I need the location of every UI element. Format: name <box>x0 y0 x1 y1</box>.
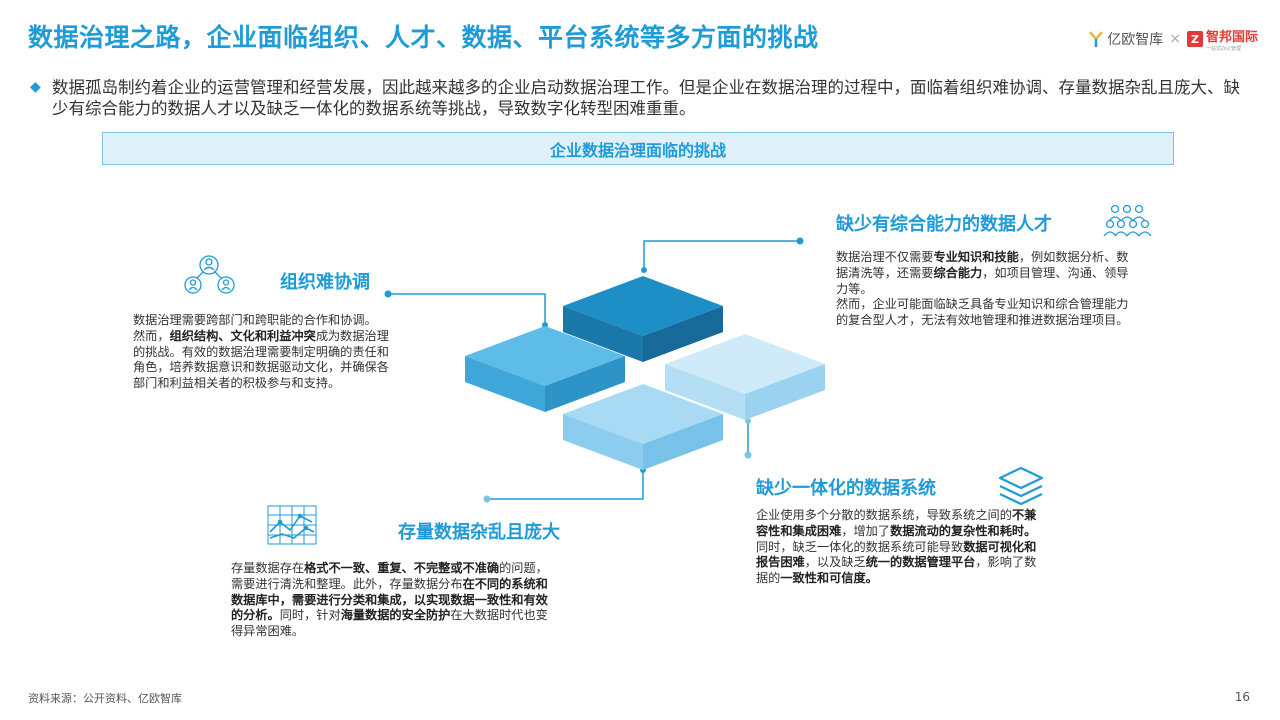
page-title: 数据治理之路，企业面临组织、人才、数据、平台系统等多方面的挑战 <box>28 23 819 52</box>
zhibang-logo-tagline: 一站式办公管理 <box>1205 46 1241 52</box>
system-body-b: 不兼容性和集成困难 <box>756 508 1037 538</box>
stock-body-a: 存量数据存在 <box>231 561 305 575</box>
stock-body-f: 海量数据的安全防护 <box>340 608 451 623</box>
system-title: 缺少一体化的数据系统 <box>756 478 936 499</box>
system-body-d: 数据流动的复杂性和耗时。 <box>890 523 1037 538</box>
system-body-h: 统一的数据管理平台 <box>865 555 976 570</box>
stock-body-e: 同时，针对 <box>279 608 341 623</box>
team-icon <box>1103 204 1152 237</box>
yiou-logo-text: 亿欧智库 <box>1107 32 1164 48</box>
logo-cross: × <box>1169 31 1181 47</box>
zhibang-logo: Z 智邦国际 一站式办公管理 <box>1186 26 1258 52</box>
yiou-logo: 亿欧智库 <box>1088 29 1163 49</box>
system-body-f: 数据可视化和报告困难 <box>756 539 1037 570</box>
talent-body-e: ，如项目管理、沟通、领导力等。 <box>836 265 1129 296</box>
org-body-p2a: 然而， <box>133 328 170 343</box>
stock-body-g: 在大数据时代也变得异常困难。 <box>231 608 548 639</box>
dot-system-end <box>744 451 752 459</box>
zhibang-logo-text: 智邦国际 <box>1205 30 1258 45</box>
people-network-icon <box>184 255 235 294</box>
diamond-bullet-icon: ◆ <box>30 79 41 95</box>
connector-dots <box>384 237 804 503</box>
stock-body: 存量数据存在格式不一致、重复、不完整或不准确的问题，需要进行清洗和整理。此外，存… <box>231 561 553 640</box>
tile-stock <box>563 384 723 470</box>
tile-org <box>465 326 625 412</box>
dot-stock-end <box>483 495 491 503</box>
talent-body-p2: 然而，企业可能面临缺乏具备专业知识和综合管理能力的复合型人才，无法有效地管理和推… <box>836 297 1129 328</box>
banner-title: 企业数据治理面临的挑战 <box>549 140 726 160</box>
data-chart-icon <box>267 505 317 545</box>
talent-body: 数据治理不仅需要专业知识和技能，例如数据分析、数据清洗等，还需要综合能力，如项目… <box>836 250 1136 329</box>
org-body-p1: 数据治理需要跨部门和跨职能的合作和协调。 <box>133 313 377 327</box>
org-body-p2c: 成为数据治理的挑战。有效的数据治理需要制定明确的责任和角色，培养数据意识和数据驱… <box>133 328 389 391</box>
intro-paragraph: ◆ 数据孤岛制约着企业的运营管理和经营发展，因此越来越多的企业启动数据治理工作。… <box>30 77 1255 119</box>
layers-icon <box>998 466 1044 506</box>
org-body: 数据治理需要跨部门和跨职能的合作和协调。 然而，组织结构、文化和利益冲突成为数据… <box>133 313 395 392</box>
dot-org-end <box>384 290 392 298</box>
connector-stock <box>487 470 644 500</box>
org-title: 组织难协调 <box>280 272 370 293</box>
system-body-c: ，增加了 <box>841 523 891 538</box>
dot-org-start <box>542 322 548 328</box>
dot-talent-start <box>641 267 647 273</box>
zhibang-logo-block: 智邦国际 一站式办公管理 <box>1206 26 1258 52</box>
stock-body-c: 的问题，需要进行清洗和整理。此外，存量数据分布 <box>231 561 548 591</box>
org-body-p2b: 组织结构、文化和利益冲突 <box>169 328 316 343</box>
zhibang-logo-icon: Z <box>1186 31 1203 47</box>
connector-lines <box>388 240 800 500</box>
section-banner: 企业数据治理面临的挑战 <box>102 132 1174 165</box>
system-body-j: 一致性和可信度。 <box>780 571 878 586</box>
talent-title: 缺少有综合能力的数据人才 <box>836 214 1052 235</box>
system-body-i: ，影响了数据的 <box>756 555 1037 586</box>
dot-system-start <box>745 418 751 424</box>
talent-body-a: 数据治理不仅需要 <box>836 250 934 264</box>
talent-body-c: ，例如数据分析、数据清洗等，还需要 <box>836 250 1129 280</box>
talent-body-d: 综合能力 <box>933 265 983 280</box>
stock-title: 存量数据杂乱且庞大 <box>398 522 560 543</box>
source-note: 资料来源：公开资料、亿欧智库 <box>28 692 182 705</box>
tile-talent <box>563 276 723 362</box>
stock-body-d: 在不同的系统和数据库中，需要进行分类和集成，以实现数据一致性和有效的分析。 <box>231 576 548 623</box>
system-body: 企业使用多个分散的数据系统，导致系统之间的不兼容性和集成困难，增加了数据流动的复… <box>756 508 1041 587</box>
system-body-g: ，以及缺乏 <box>804 555 866 570</box>
tile-system <box>665 334 825 420</box>
system-body-a: 企业使用多个分散的数据系统，导致系统之间的 <box>756 508 1012 522</box>
header-logos: 亿欧智库 × Z 智邦国际 一站式办公管理 <box>1088 26 1258 52</box>
page-number: 16 <box>1234 690 1250 704</box>
connector-org <box>388 293 546 325</box>
system-body-e: 同时，缺乏一体化的数据系统可能导致 <box>756 539 964 554</box>
yiou-logo-icon <box>1089 31 1104 47</box>
talent-body-b: 专业知识和技能 <box>933 250 1019 264</box>
intro-text: 数据孤岛制约着企业的运营管理和经营发展，因此越来越多的企业启动数据治理工作。但是… <box>52 78 1240 118</box>
connector-talent <box>643 240 800 270</box>
stock-body-b: 格式不一致、重复、不完整或不准确 <box>304 561 500 575</box>
dot-talent-end <box>796 237 804 245</box>
